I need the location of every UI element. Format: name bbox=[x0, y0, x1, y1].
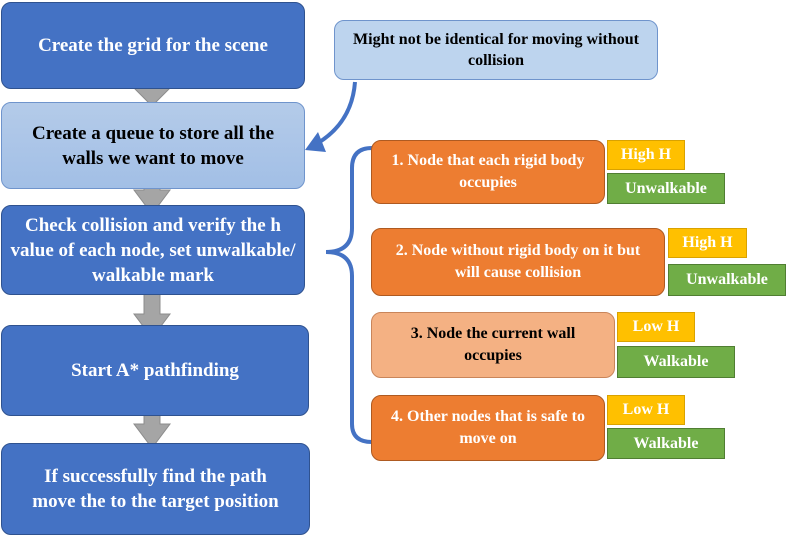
case-2-h-label: High H bbox=[682, 234, 733, 251]
case-3-walk-label: Walkable bbox=[643, 353, 709, 370]
step-check-collision-label: Check collision and verify the h value o… bbox=[10, 214, 296, 286]
step-move-target: If successfully find the path move the t… bbox=[1, 443, 310, 535]
case-1-box: 1. Node that each rigid body occupies bbox=[371, 140, 605, 204]
case-4-h-label: Low H bbox=[622, 401, 670, 418]
case-3-label: 3. Node the current wall occupies bbox=[410, 325, 576, 364]
case-1-h-badge: High H bbox=[607, 140, 685, 170]
case-1-walk-badge: Unwalkable bbox=[607, 173, 725, 204]
case-3-h-badge: Low H bbox=[617, 312, 695, 342]
case-3-walk-badge: Walkable bbox=[617, 346, 735, 378]
step-create-queue: Create a queue to store all the walls we… bbox=[1, 102, 305, 189]
cases-brace bbox=[325, 146, 373, 444]
case-1-label: 1. Node that each rigid body occupies bbox=[391, 152, 585, 191]
note-arrow-head bbox=[305, 132, 326, 152]
case-2-h-badge: High H bbox=[668, 228, 747, 258]
note-label: Might not be identical for moving withou… bbox=[353, 31, 639, 69]
case-2-walk-badge: Unwalkable bbox=[668, 264, 786, 296]
case-4-walk-badge: Walkable bbox=[607, 428, 725, 459]
case-1-walk-label: Unwalkable bbox=[625, 179, 707, 197]
step-create-queue-label: Create a queue to store all the walls we… bbox=[31, 122, 275, 169]
case-4-box: 4. Other nodes that is safe to move on bbox=[371, 395, 605, 461]
case-4-walk-label: Walkable bbox=[633, 434, 699, 452]
step-check-collision: Check collision and verify the h value o… bbox=[1, 205, 305, 295]
step-move-target-label: If successfully find the path move the t… bbox=[32, 466, 279, 512]
case-1-h-label: High H bbox=[620, 146, 672, 163]
case-2-label: 2. Node without rigid body on it but wil… bbox=[395, 242, 641, 281]
case-3-box: 3. Node the current wall occupies bbox=[371, 312, 615, 378]
step-start-astar-label: Start A* pathfinding bbox=[71, 360, 239, 381]
note-arrow-line bbox=[316, 81, 357, 145]
case-4-h-badge: Low H bbox=[607, 395, 685, 425]
note-box: Might not be identical for moving withou… bbox=[334, 20, 658, 80]
step-create-grid-label: Create the grid for the scene bbox=[38, 35, 268, 56]
step-create-grid: Create the grid for the scene bbox=[1, 2, 305, 89]
case-4-label: 4. Other nodes that is safe to move on bbox=[391, 408, 585, 447]
case-2-box: 2. Node without rigid body on it but wil… bbox=[371, 228, 665, 296]
case-2-walk-label: Unwalkable bbox=[686, 271, 768, 288]
step-start-astar: Start A* pathfinding bbox=[1, 325, 309, 416]
case-3-h-label: Low H bbox=[632, 318, 680, 335]
